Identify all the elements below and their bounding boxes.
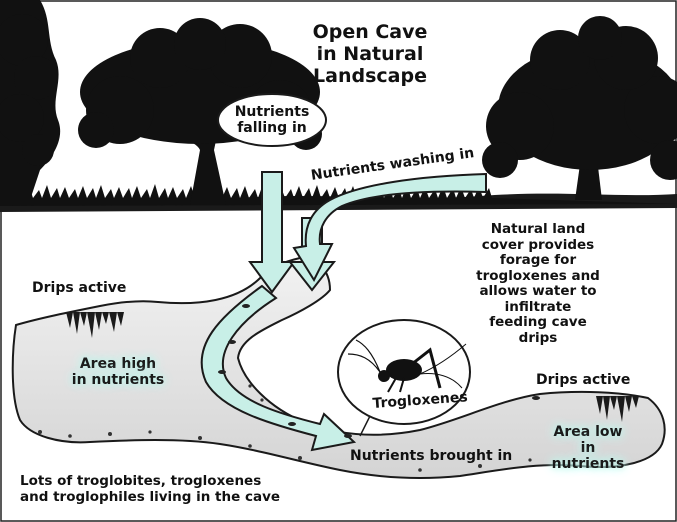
label-drips-left: Drips active xyxy=(32,280,126,296)
label-nutrients-falling: Nutrients falling in xyxy=(235,104,310,136)
label-area-low: Area low in nutrients xyxy=(544,424,633,472)
diagram-title: Open Cave in Natural Landscape xyxy=(313,22,428,88)
label-area-high: Area high in nutrients xyxy=(72,356,164,388)
label-nutrients-brought: Nutrients brought in xyxy=(350,448,512,464)
label-bottom-note: Lots of troglobites, trogloxenes and tro… xyxy=(20,474,280,505)
label-drips-right: Drips active xyxy=(536,372,630,388)
label-land-cover: Natural land cover provides forage for t… xyxy=(469,222,608,346)
